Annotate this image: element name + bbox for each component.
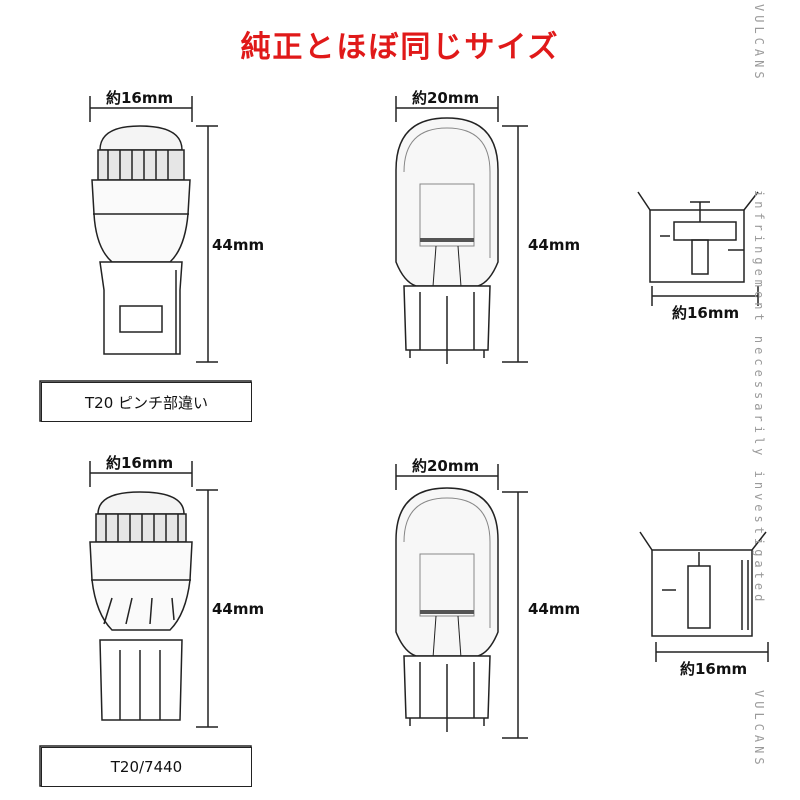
base-side-top-drawing (637, 191, 759, 306)
led-bottom-height-label: 44mm (212, 600, 265, 618)
watermark-brand-bottom: VULCANS (752, 690, 766, 769)
led-top-width-label: 約16mm (106, 89, 174, 107)
bulb-top-width-label: 約20mm (412, 89, 480, 107)
led-top-caption: T20 ピンチ部違い (41, 382, 252, 422)
base-side-bottom-drawing (639, 531, 769, 662)
base-top-width-label: 約16mm (672, 304, 740, 322)
led-bottom-caption-text: T20/7440 (110, 758, 183, 776)
bulb-bottom-width-label: 約20mm (412, 457, 480, 475)
led-bottom-caption: T20/7440 (41, 747, 252, 787)
headline: 純正とほぼ同じサイズ (240, 30, 560, 65)
watermark-tagline: infringement necessarily investigated (752, 190, 766, 606)
led-bulb-top-drawing (89, 96, 218, 363)
led-top-height-label: 44mm (212, 236, 265, 254)
glass-bulb-bottom-drawing (395, 464, 528, 739)
led-bulb-bottom-drawing (89, 461, 218, 728)
bulb-top-height-label: 44mm (528, 236, 581, 254)
led-bottom-width-label: 約16mm (106, 454, 174, 472)
led-top-caption-text: T20 ピンチ部違い (84, 393, 209, 412)
watermark-brand-top: VULCANS (752, 4, 766, 83)
glass-bulb-top-drawing (395, 96, 528, 364)
base-bottom-width-label: 約16mm (680, 660, 748, 678)
bulb-bottom-height-label: 44mm (528, 600, 581, 618)
